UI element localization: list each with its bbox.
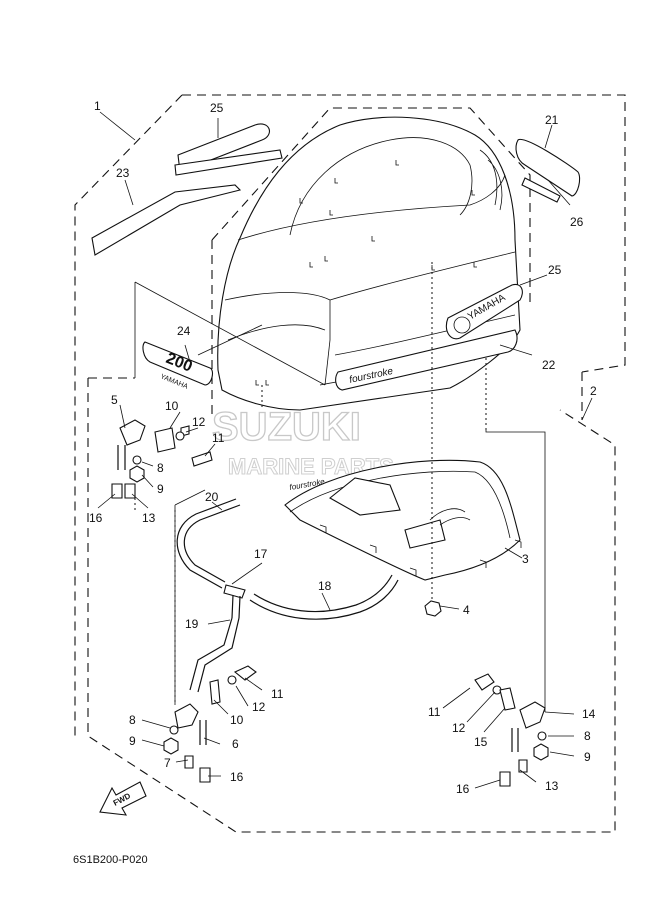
- callout-26: 26: [570, 215, 584, 229]
- callout-9: 9: [157, 482, 164, 496]
- cover-plate: fourstroke: [284, 459, 522, 581]
- hose-assembly: [176, 498, 399, 693]
- watermark-line1: SUZUKI: [212, 405, 361, 449]
- fwd-arrow: FWD: [99, 781, 147, 816]
- bracket-left-lower: [163, 665, 257, 783]
- callout-8: 8: [157, 461, 164, 475]
- callout-19: 19: [185, 617, 199, 631]
- callout-13: 13: [142, 511, 156, 525]
- badge-200: 200 YAMAHA: [142, 341, 214, 391]
- callout-12: 12: [252, 700, 266, 714]
- callout-6: 6: [232, 737, 239, 751]
- callout-2: 2: [590, 384, 597, 398]
- bracket-left-upper: [111, 419, 213, 499]
- callout-8: 8: [129, 713, 136, 727]
- callout-4: 4: [463, 603, 470, 617]
- decal-26: [521, 177, 561, 203]
- callout-8: 8: [584, 729, 591, 743]
- callout-3: 3: [522, 552, 529, 566]
- group-border-upper: [74, 94, 626, 740]
- callout-24: 24: [177, 324, 191, 338]
- watermark: SUZUKI MARINE PARTS: [211, 404, 394, 479]
- callout-23: 23: [116, 166, 130, 180]
- callout-25: 25: [210, 101, 224, 115]
- top-cowling: [217, 116, 521, 411]
- diagram-code: 6S1B200-P020: [73, 854, 148, 866]
- callout-16: 16: [230, 770, 244, 784]
- bracket-right-lower: [474, 673, 549, 787]
- decal-23: [91, 184, 242, 256]
- callout-12: 12: [192, 415, 206, 429]
- nut-4: [424, 600, 442, 617]
- callout-7: 7: [164, 756, 171, 770]
- badge-leader: [134, 281, 326, 386]
- callout-17: 17: [254, 547, 268, 561]
- callout-20: 20: [205, 490, 219, 504]
- callout-22: 22: [542, 358, 556, 372]
- cover-inner-border: [211, 107, 531, 420]
- callout-15: 15: [474, 735, 488, 749]
- callout-14: 14: [582, 707, 596, 721]
- decal-25-strip: [174, 149, 283, 176]
- callout-10: 10: [165, 399, 179, 413]
- callout-21: 21: [545, 113, 559, 127]
- callout-12: 12: [452, 721, 466, 735]
- decal-25-top: [177, 123, 270, 173]
- callout-16: 16: [456, 782, 470, 796]
- callout-13: 13: [545, 779, 559, 793]
- callout-9: 9: [129, 734, 136, 748]
- callout-16: 16: [89, 511, 103, 525]
- callout-25: 25: [548, 263, 562, 277]
- bracket-leaders: [174, 430, 546, 712]
- callout-leaders: [97, 111, 593, 789]
- callout-labels: 1 25 21 23 26 25 24 22 2 5 10 12 11 8 9 …: [89, 99, 597, 796]
- group-border-lower: [87, 377, 616, 833]
- callout-11: 11: [271, 687, 284, 701]
- decal-21: [515, 139, 581, 197]
- dotted-leaders: [134, 262, 487, 705]
- callout-5: 5: [111, 393, 118, 407]
- callout-11: 11: [428, 705, 441, 719]
- callout-18: 18: [318, 579, 332, 593]
- fourstroke-decal: fourstroke: [335, 329, 518, 391]
- callout-11: 11: [212, 431, 225, 445]
- callout-9: 9: [584, 750, 591, 764]
- callout-10: 10: [230, 713, 244, 727]
- callout-1: 1: [94, 99, 101, 113]
